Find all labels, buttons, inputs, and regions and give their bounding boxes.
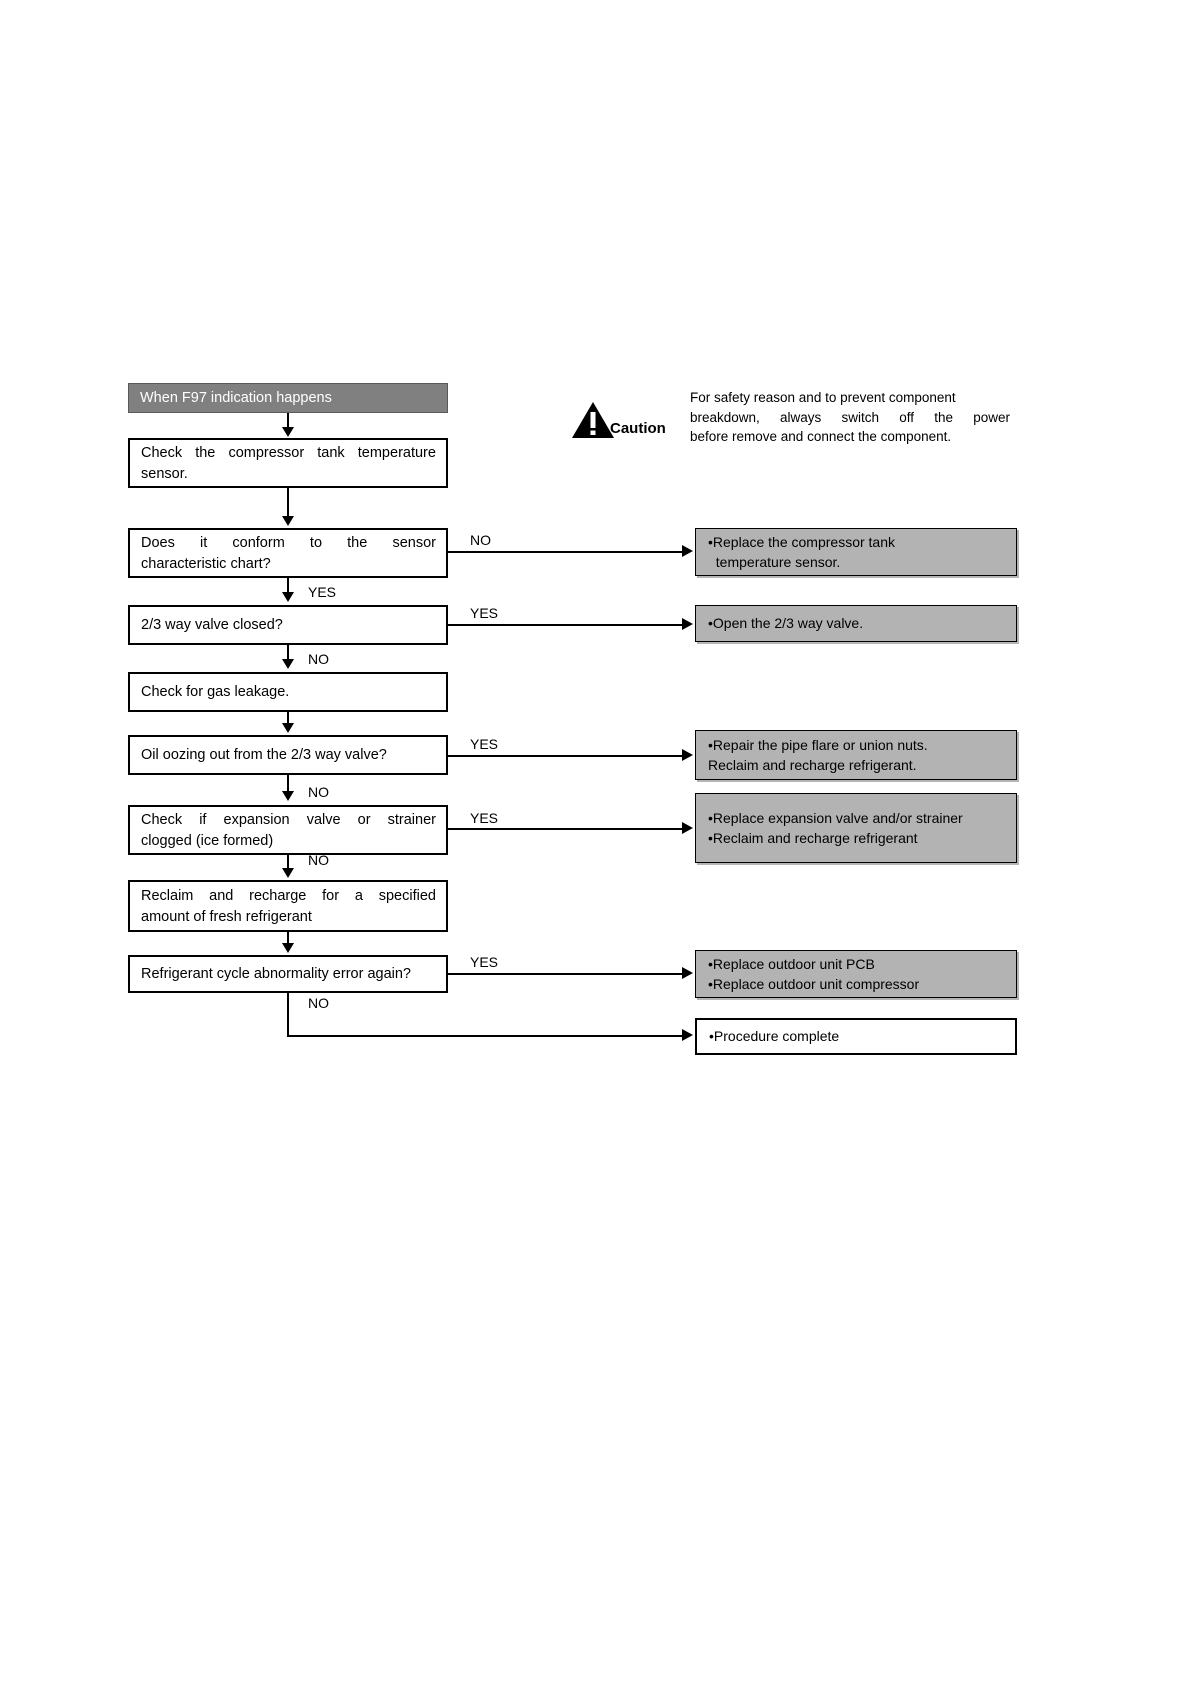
caution-text: For safety reason and to prevent compone… xyxy=(690,388,1010,447)
action-replace-expansion-line-2: •Reclaim and recharge refrigerant xyxy=(708,829,918,846)
arrowhead-repair-flare xyxy=(682,749,693,761)
arrowhead-replace-expansion xyxy=(682,822,693,834)
arrowhead-expansion-clogged xyxy=(282,791,294,801)
arrowhead-oil-oozing xyxy=(282,723,294,733)
node-reclaim-recharge-line-2: amount of fresh refrigerant xyxy=(141,908,312,925)
connector-error-yes-to-action xyxy=(448,973,682,975)
node-conform-chart-line-2: characteristic chart? xyxy=(141,555,271,572)
node-valve-closed-label: 2/3 way valve closed? xyxy=(141,617,283,634)
edge-label-valve-no: NO xyxy=(308,651,329,667)
connector-start-to-check-sensor xyxy=(287,413,289,429)
edge-label-oil-yes: YES xyxy=(470,736,499,752)
connector-reclaim-to-error-again xyxy=(287,932,289,944)
edge-label-conform-yes: YES xyxy=(308,584,337,600)
caution-line-1: For safety reason and to prevent compone… xyxy=(690,390,956,405)
connector-conform-yes-to-valve xyxy=(287,578,289,593)
connector-gas-leak-to-oil xyxy=(287,712,289,724)
arrowhead-replace-pcb xyxy=(682,967,693,979)
connector-error-no-down xyxy=(287,993,289,1036)
action-replace-sensor-line-1: •Replace the compressor tank xyxy=(708,533,895,550)
connector-error-no-to-complete xyxy=(287,1035,682,1037)
edge-label-conform-no: NO xyxy=(470,532,491,548)
action-replace-sensor: •Replace the compressor tank temperature… xyxy=(695,528,1017,576)
arrowhead-reclaim-recharge xyxy=(282,868,294,878)
connector-conform-no-to-action xyxy=(448,551,682,553)
node-check-gas-leak-label: Check for gas leakage. xyxy=(141,684,290,701)
connector-check-sensor-to-conform xyxy=(287,488,289,516)
connector-expansion-yes-to-action xyxy=(448,828,682,830)
action-repair-flare-line-1: •Repair the pipe flare or union nuts. xyxy=(708,736,928,753)
flow-start-header: When F97 indication happens xyxy=(128,383,448,413)
arrowhead-conform xyxy=(282,516,294,526)
node-check-gas-leak: Check for gas leakage. xyxy=(128,672,448,712)
action-replace-pcb-line-2: •Replace outdoor unit compressor xyxy=(708,975,920,992)
arrowhead-procedure-complete xyxy=(682,1029,693,1041)
action-open-valve-label: •Open the 2/3 way valve. xyxy=(708,615,864,632)
action-replace-pcb-line-1: •Replace outdoor unit PCB xyxy=(708,955,875,972)
arrowhead-error-again xyxy=(282,943,294,953)
node-oil-oozing-label: Oil oozing out from the 2/3 way valve? xyxy=(141,747,387,764)
node-expansion-clogged-line-2: clogged (ice formed) xyxy=(141,832,274,849)
edge-label-expansion-no: NO xyxy=(308,852,329,868)
action-repair-flare-line-2: Reclaim and recharge refrigerant. xyxy=(708,756,917,773)
node-error-again-label: Refrigerant cycle abnormality error agai… xyxy=(141,966,411,983)
caution-line-3: before remove and connect the component. xyxy=(690,429,952,445)
action-replace-pcb: •Replace outdoor unit PCB •Replace outdo… xyxy=(695,950,1017,998)
arrowhead-check-gas-leak xyxy=(282,659,294,669)
edge-label-error-yes: YES xyxy=(470,954,499,970)
edge-label-oil-no: NO xyxy=(308,784,329,800)
connector-valve-yes-to-action xyxy=(448,624,682,626)
arrowhead-replace-sensor xyxy=(682,545,693,557)
connector-valve-no-to-gas-leak xyxy=(287,645,289,661)
action-replace-expansion: •Replace expansion valve and/or strainer… xyxy=(695,793,1017,863)
warning-triangle-icon xyxy=(570,400,616,440)
flow-start-label: When F97 indication happens xyxy=(140,389,332,406)
edge-label-valve-yes: YES xyxy=(470,605,499,621)
node-oil-oozing: Oil oozing out from the 2/3 way valve? xyxy=(128,735,448,775)
connector-oil-no-to-expansion xyxy=(287,775,289,792)
node-valve-closed: 2/3 way valve closed? xyxy=(128,605,448,645)
caution-label: Caution xyxy=(610,420,666,437)
connector-expansion-no-to-reclaim xyxy=(287,855,289,869)
node-error-again: Refrigerant cycle abnormality error agai… xyxy=(128,955,448,993)
arrowhead-open-valve xyxy=(682,618,693,630)
edge-label-error-no: NO xyxy=(308,995,329,1011)
action-repair-flare: •Repair the pipe flare or union nuts. Re… xyxy=(695,730,1017,780)
action-replace-expansion-line-1: •Replace expansion valve and/or strainer xyxy=(708,809,963,826)
connector-oil-yes-to-action xyxy=(448,755,682,757)
arrowhead-check-sensor xyxy=(282,427,294,437)
action-procedure-complete: •Procedure complete xyxy=(695,1018,1017,1055)
arrowhead-valve-closed xyxy=(282,592,294,602)
action-open-valve: •Open the 2/3 way valve. xyxy=(695,605,1017,642)
node-check-sensor-line-2: sensor. xyxy=(141,465,188,482)
action-procedure-complete-label: •Procedure complete xyxy=(709,1028,840,1045)
edge-label-expansion-yes: YES xyxy=(470,810,499,826)
action-replace-sensor-line-2: temperature sensor. xyxy=(708,553,841,570)
